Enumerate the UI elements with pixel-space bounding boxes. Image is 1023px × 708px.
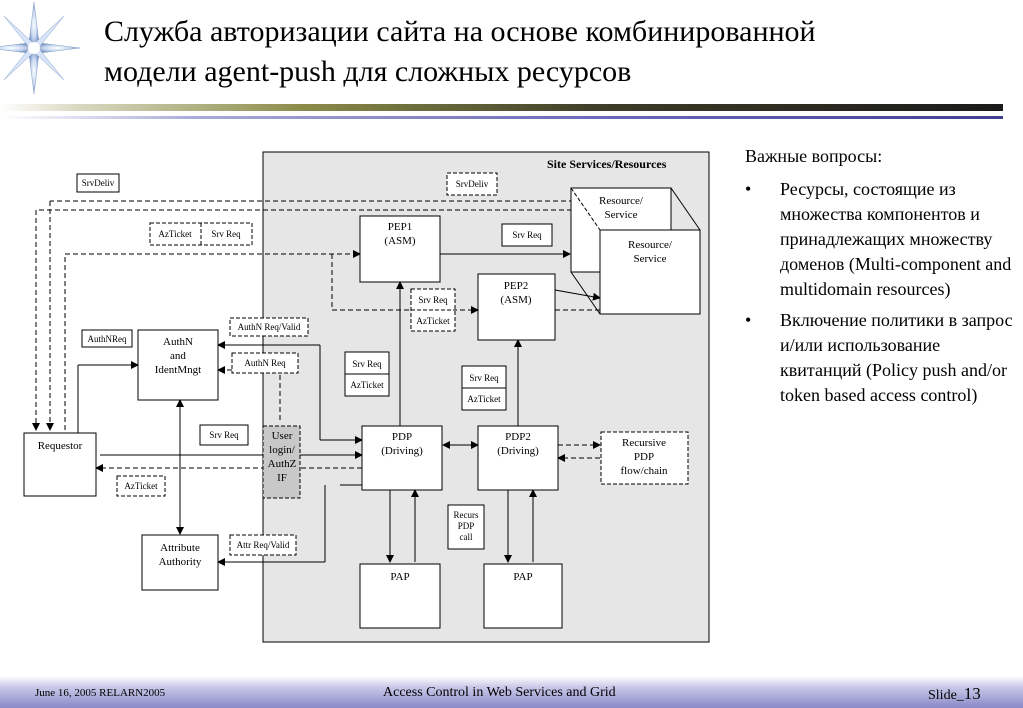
authnreq-box: AuthNReq	[81, 329, 133, 348]
authn-identmngt-box: AuthN and IdentMngt	[137, 329, 219, 401]
requestor-box: Requestor	[23, 432, 97, 497]
notes-item-1-text: Ресурсы, состоящие из множества компонен…	[780, 179, 1012, 299]
notes-item-1: • Ресурсы, состоящие из множества компон…	[745, 177, 1015, 302]
user-login-line-4: IF	[277, 472, 287, 484]
authn-reqvalid-label: AuthN Req/Valid	[238, 322, 301, 332]
recurs-call-line-2: PDP	[458, 521, 475, 531]
title-rule-blue	[0, 116, 1003, 119]
resource-front-line-1: Resource/	[628, 239, 673, 251]
authn-line-3: IdentMngt	[155, 364, 201, 376]
notes-lead: Важные вопросы:	[745, 146, 883, 166]
pdp-box: PDP (Driving)	[361, 425, 443, 491]
srvreq-dashed-az-label: AzTicket	[416, 316, 450, 326]
slide-title: Служба авторизации сайта на основе комби…	[104, 12, 1004, 92]
attr-auth-line-1: Attribute	[160, 542, 200, 554]
pep1-box: PEP1 (ASM)	[359, 215, 441, 283]
slide-footer: June 16, 2005 RELARN2005 Access Control …	[0, 676, 1023, 708]
azticket-top-label: AzTicket	[158, 229, 192, 239]
recurs-call-line-3: call	[460, 532, 473, 542]
pdp2-box: PDP2 (Driving)	[477, 425, 559, 491]
srvreq-aztick-mid-box: Srv Req AzTicket	[344, 351, 390, 397]
dashed-connectors	[32, 200, 601, 472]
footer-date-event: June 16, 2005 RELARN2005	[35, 687, 166, 699]
attribute-authority-box: Attribute Authority	[141, 534, 219, 591]
recursive-line-2: PDP	[634, 451, 654, 463]
srvdeliv-left-box: SrvDeliv	[76, 173, 120, 193]
pep1-line-1: PEP1	[388, 221, 412, 233]
user-login-line-3: AuthZ	[268, 458, 297, 470]
user-login-authz-box: User login/ AuthZ IF	[262, 425, 301, 499]
resource-back-line-1: Resource/	[599, 195, 644, 207]
srvdeliv-left-label: SrvDeliv	[82, 178, 115, 188]
title-rule-olive	[0, 104, 1003, 111]
srvreq-pep1-box: Srv Req	[501, 223, 553, 247]
solid-connectors	[77, 250, 601, 566]
srvdeliv-right-box: SrvDeliv	[446, 172, 498, 196]
key-issues-notes: Важные вопросы: • Ресурсы, состоящие из …	[745, 144, 1015, 414]
pap-2-label: PAP	[513, 571, 532, 583]
srvreq-pep1-label: Srv Req	[512, 230, 542, 240]
pdp2-line-2: (Driving)	[497, 445, 539, 457]
resource-service-stack: Resource/ Service Resource/ Service	[570, 187, 701, 315]
authn-req-box: AuthN Req	[231, 352, 299, 374]
bullet-icon: •	[745, 310, 752, 330]
srvreq-top-label: Srv Req	[211, 229, 241, 239]
attr-reqvalid-box: Attr Req/Valid	[229, 534, 297, 556]
resource-front-line-2: Service	[634, 253, 667, 265]
star-logo	[0, 1, 81, 95]
recurs-call-line-1: Recurs	[454, 510, 479, 520]
user-login-line-2: login/	[269, 444, 296, 456]
pep2-line-1: PEP2	[504, 280, 528, 292]
architecture-diagram: Site Services/Resources	[23, 151, 710, 643]
site-services-label: Site Services/Resources	[547, 157, 667, 171]
slide-number: 13	[963, 684, 981, 703]
user-login-line-1: User	[272, 430, 293, 442]
slide-label: Slide_	[928, 688, 964, 703]
srvreq-left-label: Srv Req	[209, 430, 239, 440]
srvdeliv-right-label: SrvDeliv	[456, 179, 489, 189]
srvreq-mid-srv-label: Srv Req	[352, 359, 382, 369]
pep2-box: PEP2 (ASM)	[477, 273, 556, 341]
pap-2-box: PAP	[483, 563, 563, 629]
notes-item-2: • Включение политики в запрос и/или испо…	[745, 308, 1015, 408]
notes-item-2-text: Включение политики в запрос и/или исполь…	[780, 310, 1013, 405]
footer-title: Access Control in Web Services and Grid	[383, 685, 616, 700]
pap-1-label: PAP	[390, 571, 409, 583]
recursive-line-1: Recursive	[622, 437, 666, 449]
srvreq-pep2-srv-label: Srv Req	[469, 373, 499, 383]
srvreq-dashed-srv-label: Srv Req	[418, 295, 448, 305]
authn-reqvalid-box: AuthN Req/Valid	[229, 317, 309, 337]
azticket-left-label: AzTicket	[124, 481, 158, 491]
title-line-1: Служба авторизации сайта на основе комби…	[104, 15, 816, 48]
authn-line-1: AuthN	[163, 336, 193, 348]
pep2-line-2: (ASM)	[500, 294, 532, 306]
requestor-label: Requestor	[38, 440, 83, 452]
attr-reqvalid-label: Attr Req/Valid	[237, 540, 290, 550]
footer-slide-number: Slide_13	[928, 684, 981, 704]
srvreq-aztick-dashed-box: Srv Req AzTicket	[410, 288, 456, 332]
resource-back-line-2: Service	[605, 209, 638, 221]
pdp2-line-1: PDP2	[505, 431, 531, 443]
title-line-2: модели agent-push для сложных ресурсов	[104, 55, 632, 88]
azticket-left-box: AzTicket	[116, 475, 166, 497]
pdp-line-2: (Driving)	[381, 445, 423, 457]
notes-list: • Ресурсы, состоящие из множества компон…	[745, 177, 1015, 408]
authnreq-label: AuthNReq	[88, 334, 127, 344]
authn-line-2: and	[170, 350, 186, 362]
authn-req-label: AuthN Req	[244, 358, 286, 368]
srvreq-left-box: Srv Req	[199, 424, 249, 446]
pdp-line-1: PDP	[392, 431, 412, 443]
recursive-pdp-box: Recursive PDP flow/chain	[600, 431, 689, 485]
srvreq-aztick-pep2-box: Srv Req AzTicket	[461, 365, 507, 411]
recursive-line-3: flow/chain	[620, 465, 668, 477]
srvreq-mid-az-label: AzTicket	[350, 380, 384, 390]
pep1-line-2: (ASM)	[384, 235, 416, 247]
recurs-call-box: Recurs PDP call	[447, 504, 485, 550]
bullet-icon: •	[745, 179, 752, 199]
srvreq-pep2-az-label: AzTicket	[467, 394, 501, 404]
attr-auth-line-2: Authority	[159, 556, 202, 568]
pap-1-box: PAP	[359, 563, 441, 629]
aztick-srvreq-top-box: AzTicket Srv Req	[149, 222, 253, 246]
